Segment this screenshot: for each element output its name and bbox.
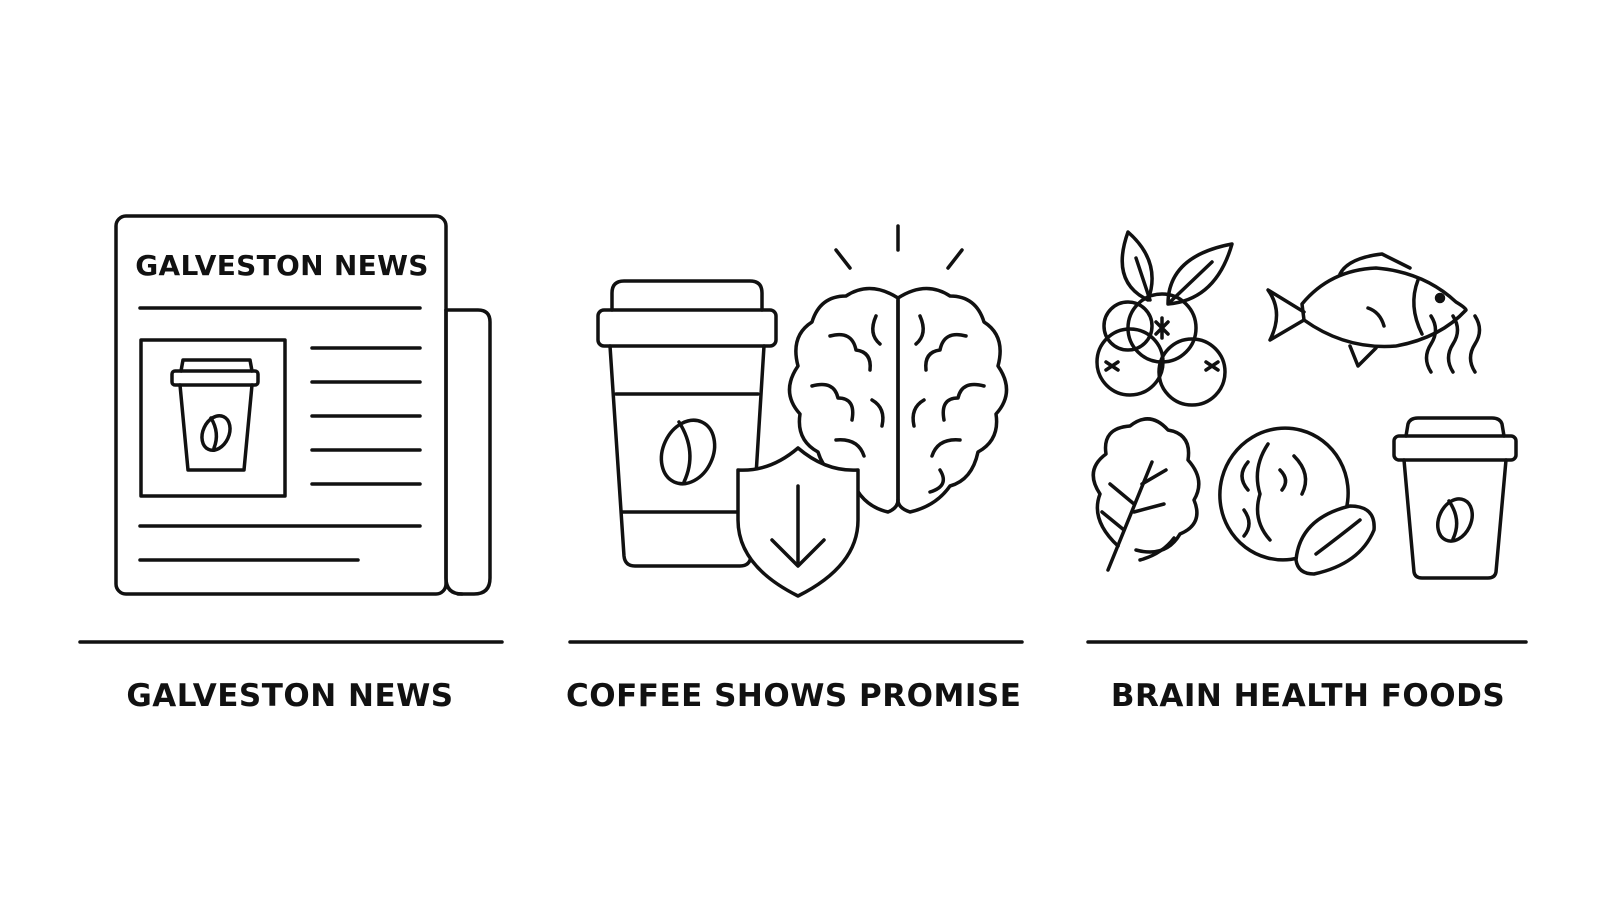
leaf-icon [1093,419,1199,570]
caption-brain-health-foods: BRAIN HEALTH FOODS [1110,678,1506,714]
caption-coffee-shows-promise: COFFEE SHOWS PROMISE [566,678,1022,714]
fish-icon [1268,254,1466,366]
newspaper-icon [116,216,490,594]
coffee-cup-icon [1394,316,1516,578]
coffee-brain-shield-icon [598,226,1007,596]
newspaper-masthead: GALVESTON NEWS [135,249,429,282]
berries-icon [1097,232,1232,405]
caption-galveston-news: GALVESTON NEWS [126,678,454,714]
brain-icon [789,226,1006,512]
almond-icon [1296,506,1374,574]
coffee-cup-icon [598,281,776,566]
brain-health-foods-icon [1093,232,1516,578]
shield-icon [738,448,858,596]
coffee-cup-icon [172,360,258,470]
